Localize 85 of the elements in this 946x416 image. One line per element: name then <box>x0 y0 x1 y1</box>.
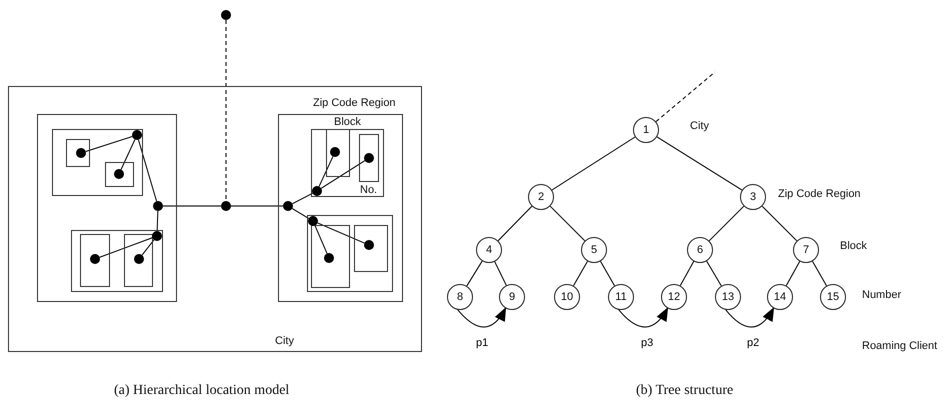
tree-node: 6 <box>687 237 713 263</box>
link-line <box>600 260 616 286</box>
link-line <box>786 260 800 286</box>
link-line <box>320 160 366 189</box>
curved-arrow <box>725 307 774 328</box>
location-dot <box>221 10 231 20</box>
location-dot <box>90 254 100 264</box>
level-label: Block <box>840 240 867 253</box>
link-line <box>762 206 798 242</box>
link-line <box>498 206 532 242</box>
link-line <box>708 206 744 242</box>
link-line <box>138 139 158 202</box>
location-dot <box>76 148 86 158</box>
edge-label: p2 <box>746 337 760 350</box>
region-outline <box>52 129 143 196</box>
level-label: City <box>690 120 709 133</box>
tree-node: 4 <box>476 237 502 263</box>
tree-node: 11 <box>608 284 634 310</box>
tree-node: 2 <box>528 184 554 210</box>
tree-node: 13 <box>715 284 741 310</box>
region-outline <box>124 234 153 287</box>
location-dot <box>364 153 374 163</box>
tree-node: 7 <box>793 237 819 263</box>
region-outline <box>326 129 350 177</box>
region-outline <box>8 86 422 352</box>
curved-arrow <box>618 307 668 328</box>
location-dot <box>114 169 124 179</box>
figure-caption: (a) Hierarchical location model <box>114 384 290 397</box>
tree-node: 12 <box>661 284 687 310</box>
region-name: Block <box>334 116 361 128</box>
dashed-link <box>655 72 716 122</box>
link-line <box>99 237 153 258</box>
region-outline <box>307 215 393 292</box>
location-dot <box>308 216 318 226</box>
location-dot <box>364 240 374 250</box>
link-line <box>656 136 742 191</box>
link-line <box>292 192 314 204</box>
level-label: Roaming Client <box>862 340 938 353</box>
location-dot <box>132 130 142 140</box>
location-dot <box>330 147 340 157</box>
link-line <box>551 136 636 190</box>
curved-arrow <box>457 307 506 328</box>
link-line <box>494 261 507 286</box>
tree-node: 15 <box>820 284 846 310</box>
link-line <box>314 225 328 254</box>
link-line <box>680 260 694 286</box>
tree-node: 1 <box>633 117 659 143</box>
region-outline <box>80 234 110 287</box>
region-outline <box>354 225 388 272</box>
region-outline <box>66 139 90 167</box>
region-outline <box>37 114 177 302</box>
link-line <box>292 208 310 219</box>
edge-label: p1 <box>475 337 490 350</box>
tree-node: 3 <box>740 184 766 210</box>
location-dot <box>312 186 322 196</box>
link-line <box>317 222 365 244</box>
location-dot <box>153 201 163 211</box>
link-line <box>706 260 722 286</box>
location-dot <box>152 231 162 241</box>
location-dot <box>134 254 144 264</box>
link-line <box>550 206 586 242</box>
tree-node: 9 <box>499 284 525 310</box>
link-line <box>572 260 588 286</box>
level-label: Number <box>862 289 902 302</box>
region-outline <box>311 225 350 288</box>
region-name: No. <box>360 184 378 196</box>
region-outline <box>71 230 163 292</box>
level-label: Zip Code Region <box>778 188 861 201</box>
link-line <box>812 260 828 286</box>
link-line <box>142 239 154 256</box>
tree-node: 5 <box>581 237 607 263</box>
tree-node: 8 <box>447 284 473 310</box>
location-dot <box>221 201 231 211</box>
link-line <box>156 210 158 232</box>
link-line <box>318 156 334 187</box>
region-name: Zip Code Region <box>313 97 396 109</box>
link-line <box>466 260 483 286</box>
region-outline <box>105 162 134 187</box>
location-dot <box>283 201 293 211</box>
tree-node: 10 <box>554 284 580 310</box>
region-name: City <box>275 335 294 347</box>
figure-caption: (b) Tree structure <box>636 384 734 397</box>
location-dot <box>324 253 334 263</box>
tree-node: 14 <box>767 284 793 310</box>
edge-label: p3 <box>640 337 654 350</box>
